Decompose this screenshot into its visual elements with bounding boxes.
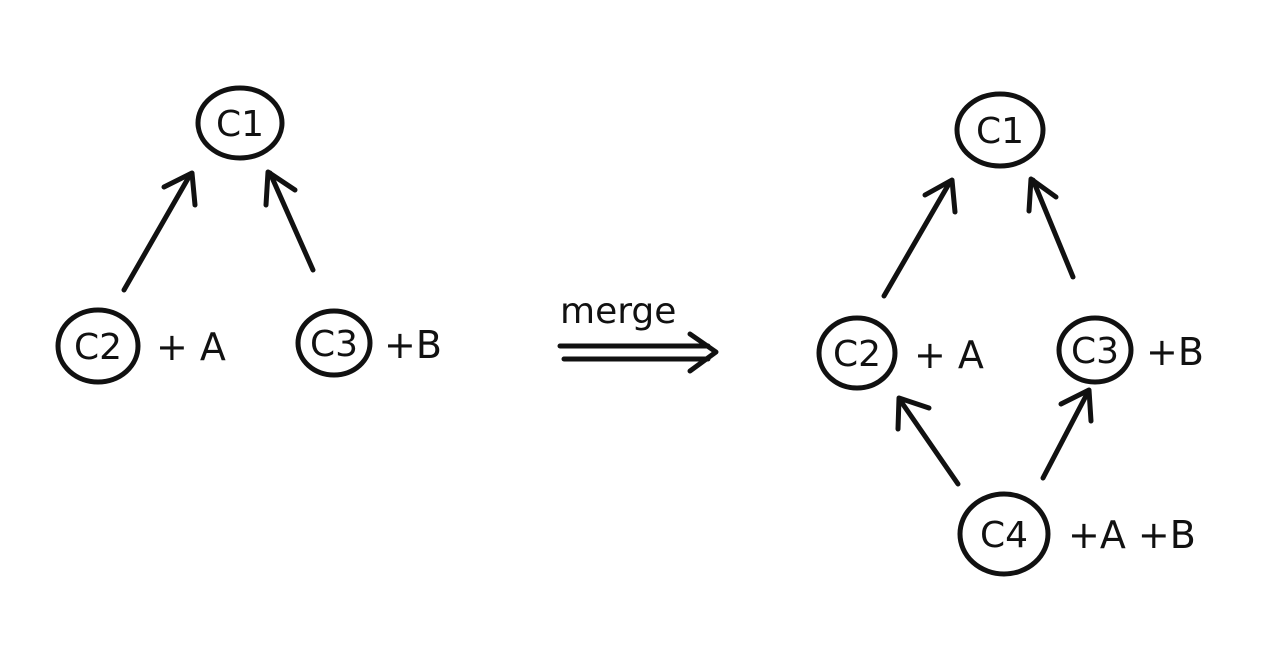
left-node-c2: C2 + A	[55, 307, 226, 385]
merge-operation: merge	[557, 291, 719, 374]
right-node-c4-delta: +A +B	[1068, 513, 1196, 557]
left-node-c2-circle	[55, 307, 141, 385]
right-arrow-c2-to-c1	[881, 177, 958, 299]
left-node-c3-label: C3	[310, 324, 358, 365]
right-node-c1-circle	[954, 91, 1046, 169]
right-node-c3-circle	[1056, 315, 1134, 385]
right-node-c4: C4 +A +B	[957, 491, 1196, 577]
right-node-c2: C2 + A	[816, 315, 984, 391]
right-node-c4-label: C4	[980, 515, 1028, 556]
right-arrow-c4-to-c3	[1040, 387, 1094, 481]
left-node-c1-circle	[195, 85, 285, 161]
left-node-c1-label: C1	[216, 104, 264, 145]
left-node-c2-delta: + A	[156, 325, 226, 369]
right-node-c3-label: C3	[1071, 331, 1119, 372]
right-arrow-c4-to-c2	[895, 395, 961, 487]
right-node-c2-delta: + A	[914, 333, 984, 377]
left-node-c3-delta: +B	[384, 323, 442, 367]
right-node-c3-delta: +B	[1146, 330, 1204, 374]
right-graph: C1 C2 + A C3 +B C4 +A +B	[816, 91, 1204, 577]
right-node-c3: C3 +B	[1056, 315, 1204, 385]
merge-label: merge	[560, 291, 676, 332]
double-arrow-icon	[557, 331, 719, 374]
right-node-c1: C1	[954, 91, 1046, 169]
right-node-c4-circle	[957, 491, 1051, 577]
left-node-c2-label: C2	[74, 327, 122, 368]
left-node-c3: C3 +B	[295, 308, 442, 378]
right-node-c2-label: C2	[833, 334, 881, 375]
left-node-c3-circle	[295, 308, 373, 378]
left-node-c1: C1	[195, 85, 285, 161]
right-node-c1-label: C1	[976, 111, 1024, 152]
left-arrow-c2-to-c1	[121, 170, 198, 293]
left-graph: C1 C2 + A C3 +B	[55, 85, 442, 385]
left-arrow-c3-to-c1	[263, 169, 316, 273]
right-node-c2-circle	[816, 315, 898, 391]
right-arrow-c3-to-c1	[1026, 176, 1076, 280]
